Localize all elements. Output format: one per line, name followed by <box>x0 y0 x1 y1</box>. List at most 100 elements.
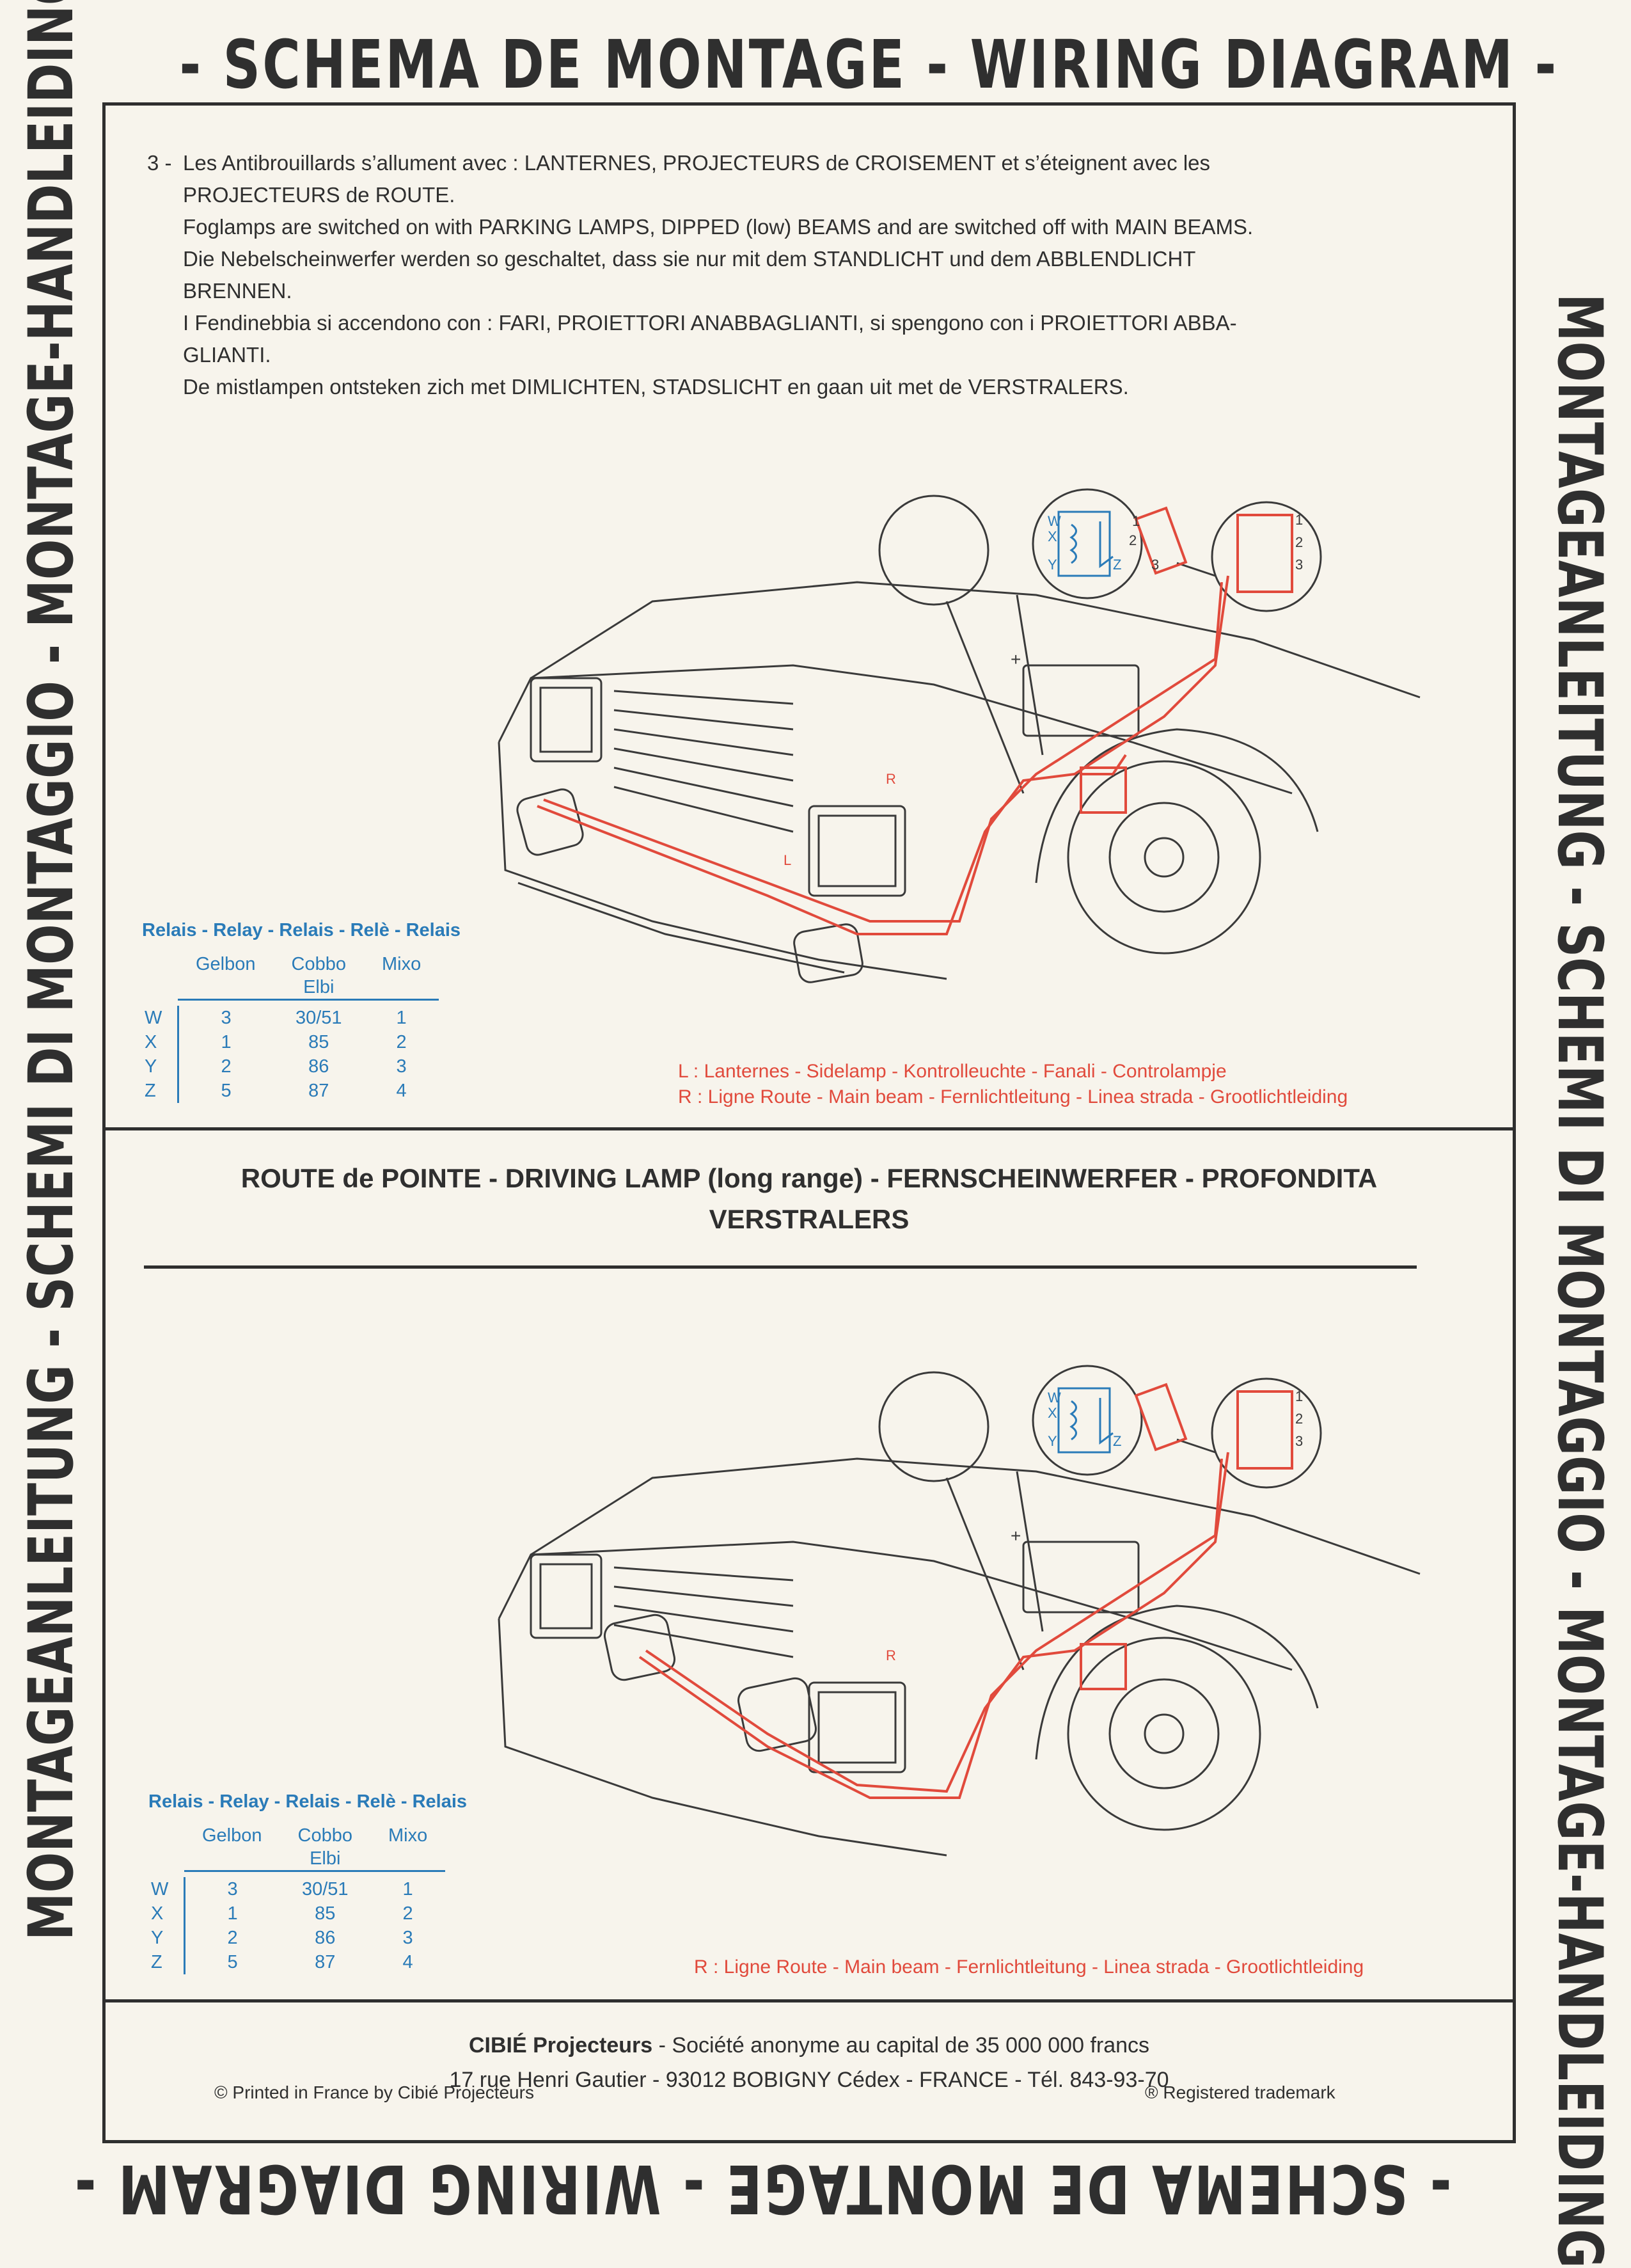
banner-right: MONTAGEANLEITUNG - SCHEMI DI MONTAGGIO -… <box>1544 294 1616 2268</box>
switch-terminal-1: 1 <box>1295 512 1303 528</box>
wire-r-label: R <box>886 771 896 787</box>
title-underline <box>144 1265 1417 1269</box>
terminal-y: Y <box>1048 557 1057 573</box>
col-header: Cobbo Elbi <box>291 954 346 997</box>
wire-l-label: L <box>784 852 791 868</box>
footer: CIBIÉ Projecteurs - Société anonyme au c… <box>102 2028 1516 2097</box>
page-frame <box>102 102 1516 2143</box>
col-header: Cobbo Elbi <box>297 1825 352 1869</box>
switch-connector <box>1134 506 1188 575</box>
terminal-y: Y <box>1048 1433 1057 1449</box>
bumper-outline <box>498 741 947 980</box>
legend-2: R : Ligne Route - Main beam - Fernlichtl… <box>694 1955 1364 1980</box>
instruction-line: Les Antibrouillards s’allument avec : LA… <box>183 151 1211 175</box>
table-row: Y 2 86 3 <box>148 1926 445 1950</box>
legend-line: L : Lanternes - Sidelamp - Kontrolleucht… <box>678 1061 1227 1082</box>
legend-line: R : Ligne Route - Main beam - Fernlichtl… <box>694 1956 1364 1978</box>
col-header: Gelbon <box>202 1825 262 1846</box>
printed-notice: © Printed in France by Cibié Projecteurs <box>214 2082 534 2102</box>
banner-left: MONTAGEANLEITUNG - SCHEMI DI MONTAGGIO -… <box>15 0 87 1940</box>
trademark-notice: ® Registered trademark <box>1145 2082 1336 2102</box>
connector-terminal-1: 1 <box>1132 513 1140 529</box>
footer-divider <box>102 1999 1516 2002</box>
foglamp-left <box>516 788 584 856</box>
instruction-line: GLIANTI. <box>183 343 271 367</box>
col-header: Mixo <box>381 954 422 974</box>
banner-top: - SCHEMA DE MONTAGE - WIRING DIAGRAM - <box>179 26 1559 104</box>
banner-bottom: - SCHEMA DE MONTAGE - WIRING DIAGRAM - <box>72 2150 1452 2228</box>
instruction-line: Die Nebelscheinwerfer werden so geschalt… <box>183 247 1196 271</box>
hood-edge <box>498 664 1293 795</box>
wheel-arch <box>1035 728 1319 884</box>
instruction-line: Foglamps are switched on with PARKING LA… <box>183 215 1254 239</box>
switch-terminal-1: 1 <box>1295 1388 1303 1404</box>
relay-table-1: Relais - Relay - Relais - Relè - Relais … <box>142 920 461 1103</box>
relay-symbol <box>1057 511 1111 577</box>
relay-terminal-table: Gelbon Cobbo Elbi Mixo W 3 30/51 1 X 1 8… <box>148 1824 446 1974</box>
leader-lines <box>945 562 1216 794</box>
table-row: W 3 30/51 1 <box>148 1877 445 1901</box>
relay-box <box>1080 766 1127 814</box>
table-row: X 1 85 2 <box>142 1030 439 1054</box>
foglamp-right <box>793 923 863 983</box>
table-row: Y 2 86 3 <box>142 1054 439 1079</box>
instruction-line: PROJECTEURS de ROUTE. <box>183 183 455 207</box>
switch-terminal-2: 2 <box>1295 534 1303 550</box>
section2-title: ROUTE de POINTE - DRIVING LAMP (long ran… <box>240 1163 1378 1193</box>
legend-1: L : Lanternes - Sidelamp - Kontrolleucht… <box>678 1059 1348 1110</box>
terminal-w: W <box>1048 513 1061 529</box>
headlamp-left <box>530 677 603 763</box>
detail-bulb-circle <box>878 495 989 606</box>
battery <box>1022 664 1140 737</box>
relay-table-2: Relais - Relay - Relais - Relè - Relais … <box>148 1791 467 1974</box>
section-divider <box>102 1127 1516 1130</box>
col-header: Gelbon <box>196 954 256 974</box>
company-address: 17 rue Henri Gautier - 93012 BOBIGNY Céd… <box>449 2068 1169 2092</box>
wheel-inner <box>1108 802 1220 913</box>
terminal-x: X <box>1048 528 1057 544</box>
instruction-line: I Fendinebbia si accendono con : FARI, P… <box>183 311 1237 335</box>
headlamp-right <box>808 805 906 897</box>
wiring-diagram-driving-lamps: W X Y Z 1 2 3 + R <box>498 1365 1421 1857</box>
terminal-x: X <box>1048 1405 1057 1421</box>
detail-relay-circle <box>1032 488 1143 599</box>
section2-title-line2: VERSTRALERS <box>709 1204 910 1234</box>
driving-lamp-right <box>737 1677 817 1752</box>
grille-lines <box>613 690 794 833</box>
wheel-outer <box>1067 760 1261 955</box>
terminal-w: W <box>1048 1390 1061 1406</box>
detail-switch-circle <box>1211 501 1322 612</box>
instruction-line: BRENNEN. <box>183 279 292 303</box>
driving-lamp-left <box>603 1614 676 1681</box>
wire-red-3 <box>1081 754 1127 775</box>
wire-red-2 <box>543 582 1223 923</box>
battery-plus: + <box>1011 1526 1021 1546</box>
terminal-z: Z <box>1113 1433 1121 1449</box>
terminal-z: Z <box>1113 557 1121 573</box>
section1-instructions: 3 - Les Antibrouillards s’allument avec … <box>147 147 1426 403</box>
bumper-lower <box>517 882 845 974</box>
col-header: Mixo <box>388 1825 428 1846</box>
relay-caption: Relais - Relay - Relais - Relè - Relais <box>148 1791 468 1812</box>
company-name: CIBIÉ Projecteurs <box>468 2033 653 2058</box>
wiring-diagram-foglamps: W X Y Z 1 2 3 1 2 3 + R L <box>498 488 1421 983</box>
table-row: Z 5 87 4 <box>142 1079 439 1103</box>
table-row: W 3 30/51 1 <box>142 1006 439 1030</box>
wire-r-label: R <box>886 1647 896 1663</box>
connector-terminal-3: 3 <box>1151 557 1159 573</box>
connector-terminal-2: 2 <box>1129 532 1137 548</box>
relay-caption: Relais - Relay - Relais - Relè - Relais <box>142 920 461 940</box>
legend-line: R : Ligne Route - Main beam - Fernlichtl… <box>678 1086 1348 1107</box>
relay-terminal-table: Gelbon Cobbo Elbi Mixo W 3 30/51 1 X 1 8… <box>142 953 439 1103</box>
switch-symbol <box>1236 514 1293 593</box>
switch-terminal-3: 3 <box>1295 557 1303 573</box>
battery-plus: + <box>1011 649 1021 669</box>
instruction-line: De mistlampen ontsteken zich met DIMLICH… <box>183 375 1129 399</box>
section-number: 3 - <box>147 151 172 175</box>
hood-outline <box>530 581 1421 699</box>
table-row: Z 5 87 4 <box>148 1950 445 1974</box>
switch-terminal-2: 2 <box>1295 1411 1303 1427</box>
company-details: - Société anonyme au capital de 35 000 0… <box>652 2033 1150 2058</box>
switch-terminal-3: 3 <box>1295 1433 1303 1449</box>
table-row: X 1 85 2 <box>148 1901 445 1926</box>
